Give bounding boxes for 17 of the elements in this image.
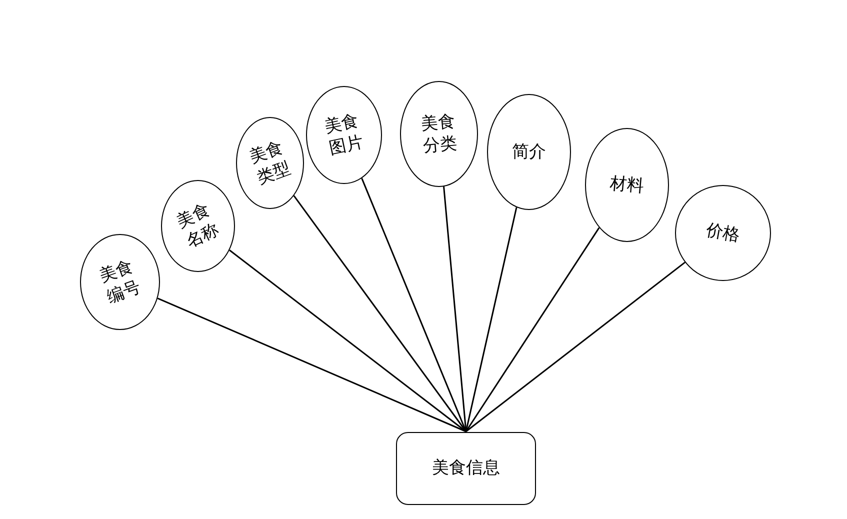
connector-line <box>465 207 518 432</box>
connector-line <box>443 186 467 432</box>
attribute-ellipse: 价格 <box>675 185 771 281</box>
connector-line <box>229 250 466 432</box>
connector-line <box>361 178 467 432</box>
connector-line <box>157 298 466 432</box>
attribute-ellipse: 美食类型 <box>236 117 304 209</box>
attribute-ellipse: 美食名称 <box>161 180 235 272</box>
connector-line <box>293 195 467 432</box>
connector-line <box>465 227 600 432</box>
attribute-ellipse: 简介 <box>487 94 571 210</box>
attribute-ellipse: 美食编号 <box>80 234 160 330</box>
attribute-ellipse: 美食图片 <box>306 86 382 184</box>
attribute-ellipse: 美食分类 <box>400 81 478 187</box>
attribute-ellipse: 材料 <box>585 128 669 242</box>
entity-box: 美食信息 <box>396 432 536 504</box>
connector-line <box>466 262 686 432</box>
